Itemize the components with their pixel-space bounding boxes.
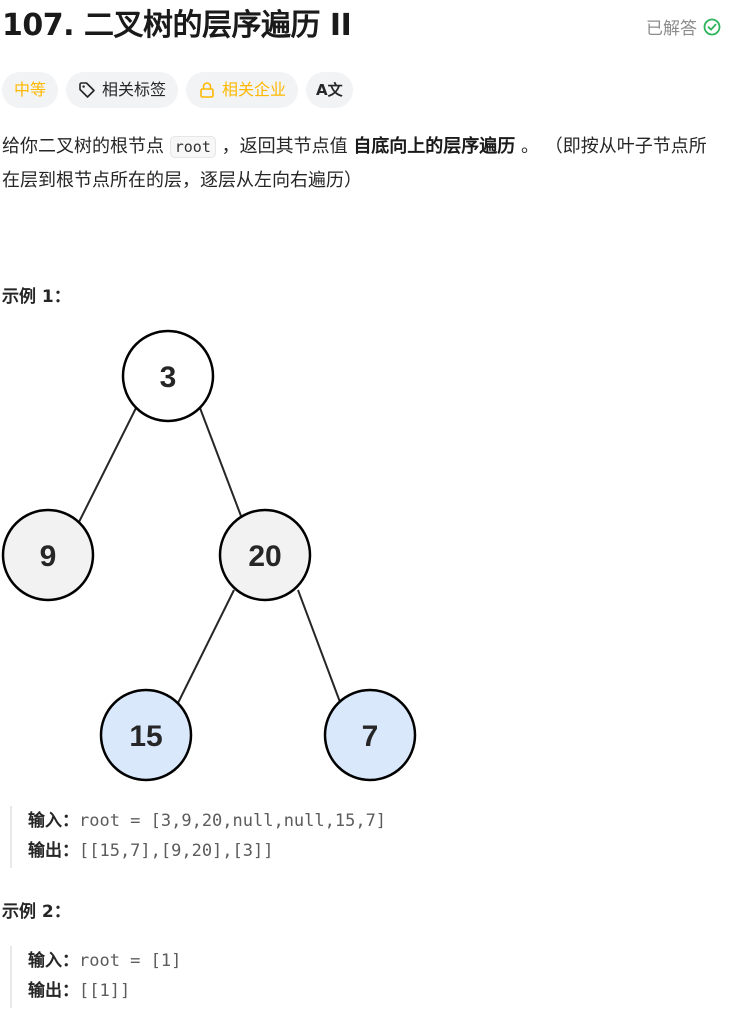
companies-label: 相关企业 [222,80,287,99]
tag-icon [79,82,95,98]
topics-tag-button[interactable]: 相关标签 [66,72,179,108]
solved-label: 已解答 [646,19,697,39]
tag-bar: 中等 相关标签 相关企业 A文 [2,72,353,108]
node-7-label: 7 [362,720,379,753]
output-label: 输出： [28,981,79,1001]
companies-tag-button[interactable]: 相关企业 [186,72,299,108]
topics-label: 相关标签 [102,80,167,99]
desc-bold: 自底向上的层序遍历 [353,136,516,157]
node-20-label: 20 [248,540,281,573]
example-1-input: 输入：root = [3,9,20,null,null,15,7] [28,806,386,836]
input-label: 输入： [28,811,79,831]
desc-code-root: root [169,136,216,158]
example-2-input: 输入：root = [1] [28,946,181,976]
tree-node-9: 9 [1,508,95,602]
problem-description: 给你二叉树的根节点 root ，返回其节点值 自底向上的层序遍历 。 （即按从叶… [2,130,722,198]
tree-node-15: 15 [99,688,193,782]
output-value: [[1]] [79,981,131,1001]
example-2-block: 输入：root = [1] 输出：[[1]] [10,946,181,1008]
output-label: 输出： [28,841,79,861]
check-circle-icon [703,18,721,35]
example-1-output: 输出：[[15,7],[9,20],[3]] [28,836,386,866]
difficulty-label: 中等 [14,80,47,99]
example-1-title: 示例 1： [2,287,71,307]
example-1-block: 输入：root = [3,9,20,null,null,15,7] 输出：[[1… [10,806,386,868]
difficulty-badge[interactable]: 中等 [2,72,59,108]
edge-3-9 [78,407,137,523]
binary-tree-diagram: 3 9 20 15 7 [1,329,417,782]
desc-text-3: 。 （即按从叶子节点所在层到根节点所在的层，逐层从左向右遍历） [2,136,707,191]
node-20-circle [218,508,312,602]
input-value: root = [1] [79,951,182,971]
edge-3-20 [199,407,242,517]
node-15-circle [99,688,193,782]
lock-icon [200,82,214,98]
desc-text-2: ，返回其节点值 [215,136,354,157]
translate-icon: A文 [316,81,343,99]
tree-node-3: 3 [121,329,215,423]
node-9-label: 9 [40,540,57,573]
page-title: 107. 二叉树的层序遍历 II [2,8,352,43]
tree-node-7: 7 [323,688,417,782]
example-2-title: 示例 2： [2,902,71,922]
input-value: root = [3,9,20,null,null,15,7] [79,811,387,831]
node-3-circle [121,329,215,423]
node-9-circle [1,508,95,602]
node-7-circle [323,688,417,782]
tree-node-20: 20 [218,508,312,602]
input-label: 输入： [28,951,79,971]
node-3-label: 3 [160,361,177,394]
node-15-label: 15 [129,720,162,753]
desc-text-1: 给你二叉树的根节点 [2,136,170,157]
example-2-output: 输出：[[1]] [28,976,181,1006]
problem-header: 107. 二叉树的层序遍历 II 已解答 [0,0,733,56]
edge-20-7 [297,589,341,703]
solved-status: 已解答 [646,14,721,39]
output-value: [[15,7],[9,20],[3]] [79,841,274,861]
translate-button[interactable]: A文 [306,72,353,108]
edge-20-15 [177,589,235,704]
